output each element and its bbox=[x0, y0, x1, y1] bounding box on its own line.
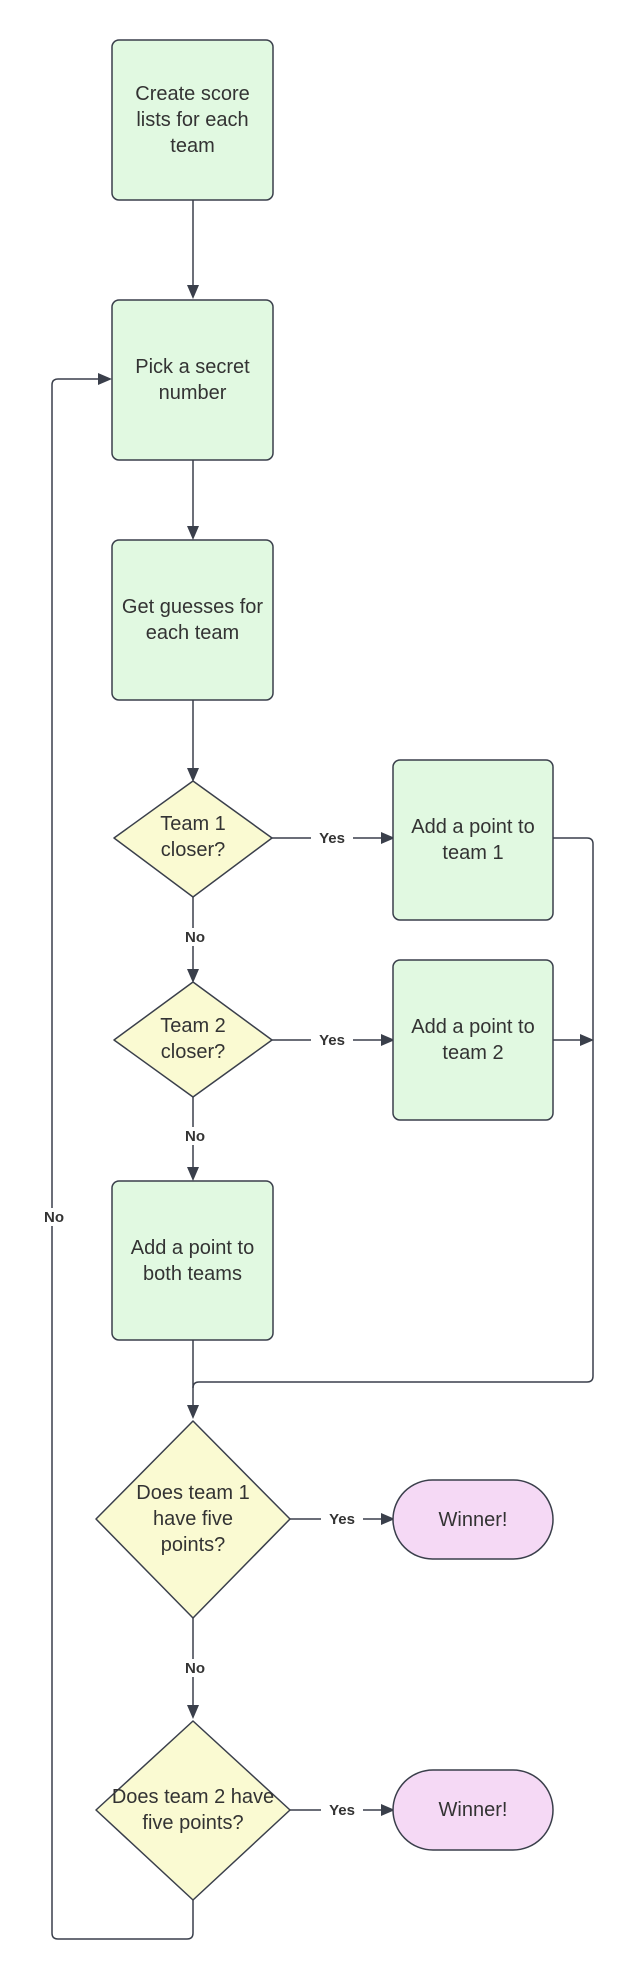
arrowhead-add-team2 bbox=[381, 1034, 395, 1046]
arrowhead-five2 bbox=[187, 1705, 199, 1719]
team2-closer-label: Team 2 closer? bbox=[160, 1015, 226, 1063]
arrowhead-merge-right bbox=[580, 1034, 594, 1046]
add-point-team1-box bbox=[392, 759, 554, 921]
five1-yes-label: Yes bbox=[321, 1510, 363, 1528]
add-point-both-label: Add a point to both teams bbox=[130, 1236, 255, 1285]
team2-no-label: No bbox=[177, 1127, 213, 1145]
connector-five2-no-loop bbox=[51, 378, 194, 1940]
team2-decision-diamond bbox=[113, 981, 273, 1098]
team1-decision-diamond bbox=[113, 780, 273, 898]
team1-yes-label: Yes bbox=[311, 829, 353, 847]
team1-five-label: Does team 1 have five points? bbox=[136, 1482, 250, 1556]
team1-five-decision-diamond bbox=[95, 1420, 291, 1619]
arrowhead-team2 bbox=[187, 969, 199, 983]
connector-team1-point-return bbox=[192, 837, 594, 1389]
add-point-both-box bbox=[111, 1180, 274, 1341]
add-point-team2-box bbox=[392, 959, 554, 1121]
pick-number-label: Pick a secret number bbox=[135, 356, 250, 404]
create-lists-label: Create score lists for each team bbox=[135, 83, 250, 157]
arrowhead-pick bbox=[187, 285, 199, 299]
five2-no-label: No bbox=[36, 1208, 72, 1226]
team1-closer-label: Team 1 closer? bbox=[160, 813, 226, 861]
arrowhead-add-team1 bbox=[381, 832, 395, 844]
create-lists-box bbox=[111, 39, 274, 201]
pick-number-box bbox=[111, 299, 274, 461]
arrowhead-five1 bbox=[187, 1405, 199, 1419]
add-point-team2-label: Add a point to team 2 bbox=[411, 1016, 535, 1064]
five1-no-label: No bbox=[177, 1659, 213, 1677]
arrowhead-winner2 bbox=[381, 1804, 395, 1816]
arrowhead-winner1 bbox=[381, 1513, 395, 1525]
arrowhead-guesses bbox=[187, 526, 199, 540]
winner-terminal-1 bbox=[392, 1479, 554, 1560]
team2-five-decision-diamond bbox=[95, 1720, 291, 1901]
get-guesses-label: Get guesses for each team bbox=[121, 596, 264, 644]
team2-five-label: Does team 2 have five points? bbox=[111, 1786, 275, 1834]
team1-no-label: No bbox=[177, 928, 213, 946]
arrowhead-loop-back bbox=[98, 373, 112, 385]
winner-label-1: Winner! bbox=[438, 1508, 508, 1531]
five2-yes-label: Yes bbox=[321, 1801, 363, 1819]
arrowhead-both bbox=[187, 1167, 199, 1181]
arrowhead-team1 bbox=[187, 768, 199, 782]
get-guesses-box bbox=[111, 539, 274, 701]
winner-label-2: Winner! bbox=[438, 1799, 508, 1821]
team2-yes-label: Yes bbox=[311, 1031, 353, 1049]
add-point-team1-label: Add a point to team 1 bbox=[411, 816, 535, 864]
winner-terminal-2 bbox=[392, 1769, 554, 1851]
